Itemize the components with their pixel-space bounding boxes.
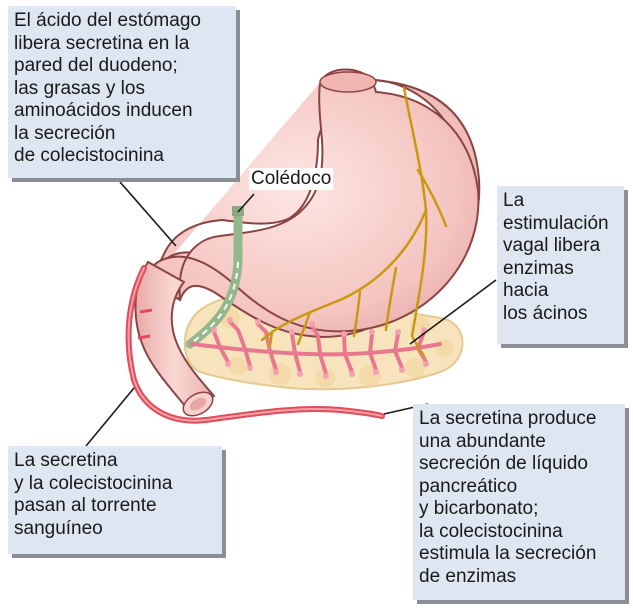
label-bloodstream: La secretina y la colecistocinina pasan … [8,446,222,554]
label-secretin-effect: La secretina produce una abundante secre… [413,404,625,600]
label-acid-secretin: El ácido del estómago libera secretina e… [8,6,236,178]
label-coledoco: Colédoco [249,168,333,190]
leader-acid [120,182,176,246]
esophagus-opening [320,72,376,92]
leader-blood [86,388,134,446]
label-vagal-stimulation: La estimulación vagal libera enzimas hac… [497,186,624,344]
